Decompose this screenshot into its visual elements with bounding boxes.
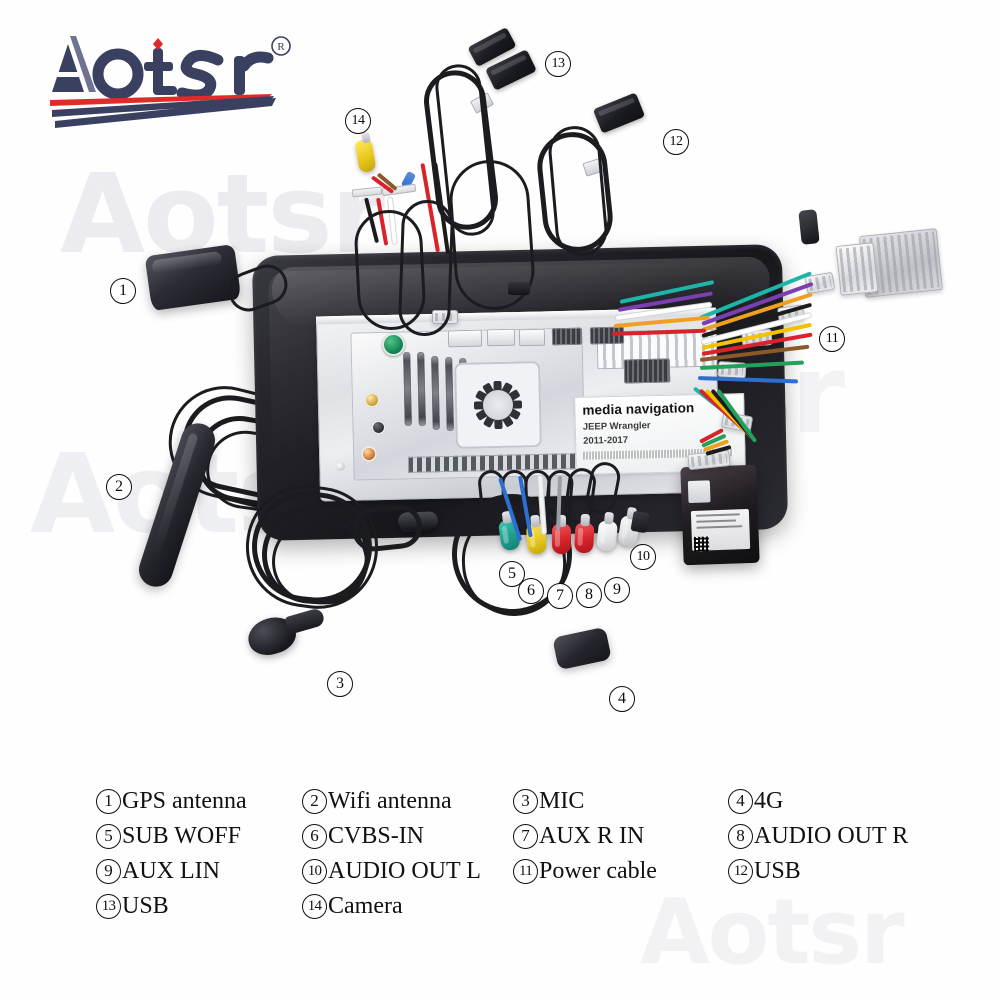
legend-label: AUDIO OUT L: [328, 858, 481, 884]
board-connector-white: [518, 328, 546, 347]
legend-label: Wifi antenna: [328, 788, 452, 814]
microphone-clip: [284, 607, 326, 635]
av-black-connector: [630, 510, 650, 534]
legend-row: 5 SUB WOFF 6 CVBS-IN 7 AUX R IN 8 AUDIO …: [96, 821, 956, 851]
qr-code-icon: [693, 536, 710, 552]
callout-14[interactable]: 14: [345, 108, 371, 134]
legend-number: 1: [96, 789, 121, 814]
callout-1[interactable]: 1: [110, 278, 136, 304]
legend-number: 10: [302, 859, 327, 884]
callout-12[interactable]: 12: [663, 129, 689, 155]
top-board-plug: [508, 282, 530, 295]
parts-photo: media navigation JEEP Wrangler 2011-2017: [0, 0, 1000, 770]
logo-svg: R: [50, 36, 291, 128]
callout-3[interactable]: 3: [327, 671, 353, 697]
legend-item-14[interactable]: 14 Camera: [302, 891, 513, 921]
callout-7[interactable]: 7: [547, 583, 573, 609]
legend-number: 12: [728, 859, 753, 884]
camera-rca-pin: [361, 131, 371, 144]
legend-number: 9: [96, 859, 121, 884]
legend-number: 7: [513, 824, 538, 849]
callout-10[interactable]: 10: [630, 544, 656, 570]
av-cable: [349, 502, 425, 554]
legend-number: 8: [728, 824, 753, 849]
aux-lin-rca-plug: [596, 520, 619, 552]
callout-9[interactable]: 9: [604, 577, 630, 603]
audio-out-r-rca-plug: [574, 522, 595, 554]
legend-row: 1 GPS antenna 2 Wifi antenna 3 MIC 4 4G: [96, 786, 956, 816]
iso-power-connector-secondary: [835, 242, 879, 296]
legend-number: 13: [96, 894, 121, 919]
callout-13[interactable]: 13: [545, 51, 571, 77]
legend-item-6[interactable]: 6 CVBS-IN: [302, 821, 513, 851]
legend-item-3[interactable]: 3 MIC: [513, 786, 728, 816]
legend-number: 11: [513, 859, 538, 884]
legend-label: Camera: [328, 893, 403, 919]
legend-label: AUX R IN: [539, 823, 645, 849]
board-connector-white: [447, 329, 483, 348]
legend-label: AUX LIN: [122, 858, 220, 884]
legend-item-11[interactable]: 11 Power cable: [513, 856, 728, 886]
aux-r-in-rca-plug: [552, 515, 571, 554]
cooling-fan-grille: [454, 361, 542, 449]
parts-legend: 1 GPS antenna 2 Wifi antenna 3 MIC 4 4G …: [96, 786, 956, 926]
legend-item-4[interactable]: 4 4G: [728, 786, 928, 816]
antenna-adapter-plug: [798, 209, 820, 245]
legend-row: 13 USB 14 Camera: [96, 891, 956, 921]
legend-label: CVBS-IN: [328, 823, 425, 849]
legend-number: 14: [302, 894, 327, 919]
callout-2[interactable]: 2: [106, 474, 132, 500]
legend-number: 6: [302, 824, 327, 849]
speaker-wire-connector: [432, 310, 458, 324]
canbus-decoder-box: [680, 464, 760, 566]
legend-item-5[interactable]: 5 SUB WOFF: [96, 821, 302, 851]
legend-item-8[interactable]: 8 AUDIO OUT R: [728, 821, 928, 851]
usb-connector-head: [592, 92, 646, 134]
legend-label: SUB WOFF: [122, 823, 241, 849]
camera-rca-plug-yellow: [354, 138, 377, 174]
aotsr-logo: R: [22, 14, 322, 134]
board-connector-white: [486, 328, 516, 347]
legend-row: 9 AUX LIN 10 AUDIO OUT L 11 Power cable …: [96, 856, 956, 886]
camera-cable-label: [351, 186, 383, 198]
box-sticker: [687, 480, 711, 504]
legend-item-1[interactable]: 1 GPS antenna: [96, 786, 302, 816]
legend-label: MIC: [539, 788, 585, 814]
product-label-line2: JEEP Wrangler: [582, 420, 651, 433]
legend-label: USB: [754, 858, 801, 884]
usb-cable-12: [546, 123, 610, 259]
legend-label: Power cable: [539, 858, 657, 884]
legend-item-2[interactable]: 2 Wifi antenna: [302, 786, 513, 816]
legend-number: 2: [302, 789, 327, 814]
svg-text:R: R: [277, 41, 285, 53]
legend-item-13[interactable]: 13 USB: [96, 891, 302, 921]
gps-antenna-puck: [144, 244, 242, 311]
screw-hole: [336, 462, 345, 471]
legend-label: AUDIO OUT R: [754, 823, 909, 849]
legend-item-9[interactable]: 9 AUX LIN: [96, 856, 302, 886]
callout-8[interactable]: 8: [576, 582, 602, 608]
callout-11[interactable]: 11: [819, 326, 845, 352]
board-connector-black: [551, 327, 583, 346]
camera-cable: [397, 199, 455, 337]
legend-label: 4G: [754, 788, 784, 814]
legend-label: GPS antenna: [122, 788, 247, 814]
legend-item-7[interactable]: 7 AUX R IN: [513, 821, 728, 851]
legend-number: 4: [728, 789, 753, 814]
legend-label: USB: [122, 893, 169, 919]
legend-number: 5: [96, 824, 121, 849]
legend-item-12[interactable]: 12 USB: [728, 856, 928, 886]
4g-antenna-pad: [552, 626, 612, 671]
power-socket: [623, 358, 671, 384]
callout-4[interactable]: 4: [609, 686, 635, 712]
legend-number: 3: [513, 789, 538, 814]
callout-6[interactable]: 6: [518, 578, 544, 604]
legend-item-10[interactable]: 10 AUDIO OUT L: [302, 856, 513, 886]
